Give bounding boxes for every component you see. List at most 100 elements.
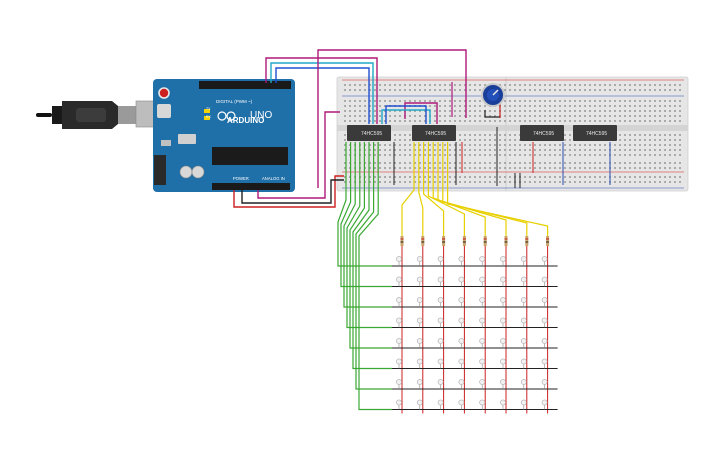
breadboard-hole[interactable]	[484, 134, 486, 136]
breadboard-hole[interactable]	[499, 139, 501, 141]
breadboard-hole[interactable]	[449, 115, 451, 117]
breadboard-hole[interactable]	[394, 154, 396, 156]
breadboard-hole[interactable]	[539, 89, 541, 91]
wire-row[interactable]	[358, 142, 392, 411]
wire-latch[interactable]	[275, 67, 370, 124]
breadboard-hole[interactable]	[669, 84, 671, 86]
breadboard-hole[interactable]	[574, 110, 576, 112]
breadboard-hole[interactable]	[654, 89, 656, 91]
breadboard-hole[interactable]	[649, 149, 651, 151]
breadboard-hole[interactable]	[554, 89, 556, 91]
breadboard-hole[interactable]	[484, 162, 486, 164]
breadboard-hole[interactable]	[614, 105, 616, 107]
led[interactable]	[458, 338, 465, 344]
breadboard-hole[interactable]	[679, 176, 681, 178]
led[interactable]	[396, 379, 402, 385]
breadboard-hole[interactable]	[404, 120, 406, 122]
breadboard-hole[interactable]	[559, 176, 561, 178]
breadboard-hole[interactable]	[344, 120, 346, 122]
breadboard-hole[interactable]	[384, 162, 386, 164]
breadboard-hole[interactable]	[414, 84, 416, 86]
breadboard-hole[interactable]	[579, 84, 581, 86]
breadboard-hole[interactable]	[429, 149, 431, 151]
breadboard-hole[interactable]	[409, 154, 411, 156]
breadboard-hole[interactable]	[549, 105, 551, 107]
led[interactable]	[396, 317, 402, 324]
breadboard-hole[interactable]	[579, 105, 581, 107]
breadboard-hole[interactable]	[549, 149, 551, 151]
breadboard-hole[interactable]	[379, 181, 381, 183]
breadboard-hole[interactable]	[549, 181, 551, 183]
breadboard-hole[interactable]	[474, 154, 476, 156]
breadboard-hole[interactable]	[354, 84, 356, 86]
breadboard-hole[interactable]	[459, 120, 461, 122]
breadboard-hole[interactable]	[344, 84, 346, 86]
breadboard-hole[interactable]	[674, 181, 676, 183]
breadboard-hole[interactable]	[389, 167, 391, 169]
breadboard-hole[interactable]	[399, 162, 401, 164]
breadboard-hole[interactable]	[564, 100, 566, 102]
breadboard-hole[interactable]	[639, 120, 641, 122]
breadboard-hole[interactable]	[359, 105, 361, 107]
breadboard-hole[interactable]	[529, 105, 531, 107]
breadboard-hole[interactable]	[414, 100, 416, 102]
breadboard-hole[interactable]	[434, 110, 436, 112]
breadboard-hole[interactable]	[344, 89, 346, 91]
breadboard-hole[interactable]	[409, 134, 411, 136]
breadboard-hole[interactable]	[464, 89, 466, 91]
led[interactable]	[416, 297, 423, 303]
breadboard-hole[interactable]	[624, 167, 626, 169]
breadboard-hole[interactable]	[424, 100, 426, 102]
breadboard-hole[interactable]	[544, 115, 546, 117]
shift-register-2[interactable]: 74HC595	[412, 125, 456, 141]
breadboard-hole[interactable]	[479, 89, 481, 91]
breadboard-hole[interactable]	[614, 167, 616, 169]
breadboard-hole[interactable]	[369, 162, 371, 164]
breadboard-hole[interactable]	[644, 110, 646, 112]
breadboard-hole[interactable]	[579, 89, 581, 91]
breadboard-hole[interactable]	[514, 110, 516, 112]
breadboard-hole[interactable]	[344, 105, 346, 107]
breadboard-hole[interactable]	[604, 154, 606, 156]
breadboard-hole[interactable]	[614, 154, 616, 156]
breadboard-hole[interactable]	[504, 139, 506, 141]
breadboard-hole[interactable]	[484, 181, 486, 183]
breadboard-hole[interactable]	[519, 120, 521, 122]
breadboard-hole[interactable]	[624, 149, 626, 151]
breadboard-hole[interactable]	[399, 84, 401, 86]
wire-data[interactable]	[265, 57, 378, 124]
breadboard-hole[interactable]	[569, 167, 571, 169]
breadboard-hole[interactable]	[559, 120, 561, 122]
breadboard-hole[interactable]	[574, 84, 576, 86]
breadboard-hole[interactable]	[504, 144, 506, 146]
breadboard-hole[interactable]	[639, 154, 641, 156]
breadboard-hole[interactable]	[624, 176, 626, 178]
breadboard-hole[interactable]	[389, 162, 391, 164]
breadboard-hole[interactable]	[509, 100, 511, 102]
breadboard-hole[interactable]	[419, 110, 421, 112]
breadboard-hole[interactable]	[599, 149, 601, 151]
breadboard-hole[interactable]	[379, 110, 381, 112]
breadboard-hole[interactable]	[604, 162, 606, 164]
breadboard-hole[interactable]	[559, 105, 561, 107]
breadboard-hole[interactable]	[579, 120, 581, 122]
breadboard-hole[interactable]	[374, 154, 376, 156]
breadboard-hole[interactable]	[469, 134, 471, 136]
breadboard-hole[interactable]	[499, 181, 501, 183]
breadboard-hole[interactable]	[454, 100, 456, 102]
breadboard-hole[interactable]	[564, 115, 566, 117]
breadboard-hole[interactable]	[519, 144, 521, 146]
breadboard-hole[interactable]	[459, 110, 461, 112]
breadboard-hole[interactable]	[649, 120, 651, 122]
breadboard-hole[interactable]	[664, 105, 666, 107]
breadboard-hole[interactable]	[344, 110, 346, 112]
breadboard-hole[interactable]	[439, 162, 441, 164]
breadboard-hole[interactable]	[654, 110, 656, 112]
led[interactable]	[541, 338, 548, 344]
breadboard-hole[interactable]	[344, 100, 346, 102]
breadboard-hole[interactable]	[509, 154, 511, 156]
breadboard-hole[interactable]	[419, 89, 421, 91]
breadboard-hole[interactable]	[674, 134, 676, 136]
breadboard-hole[interactable]	[474, 144, 476, 146]
breadboard-hole[interactable]	[414, 154, 416, 156]
